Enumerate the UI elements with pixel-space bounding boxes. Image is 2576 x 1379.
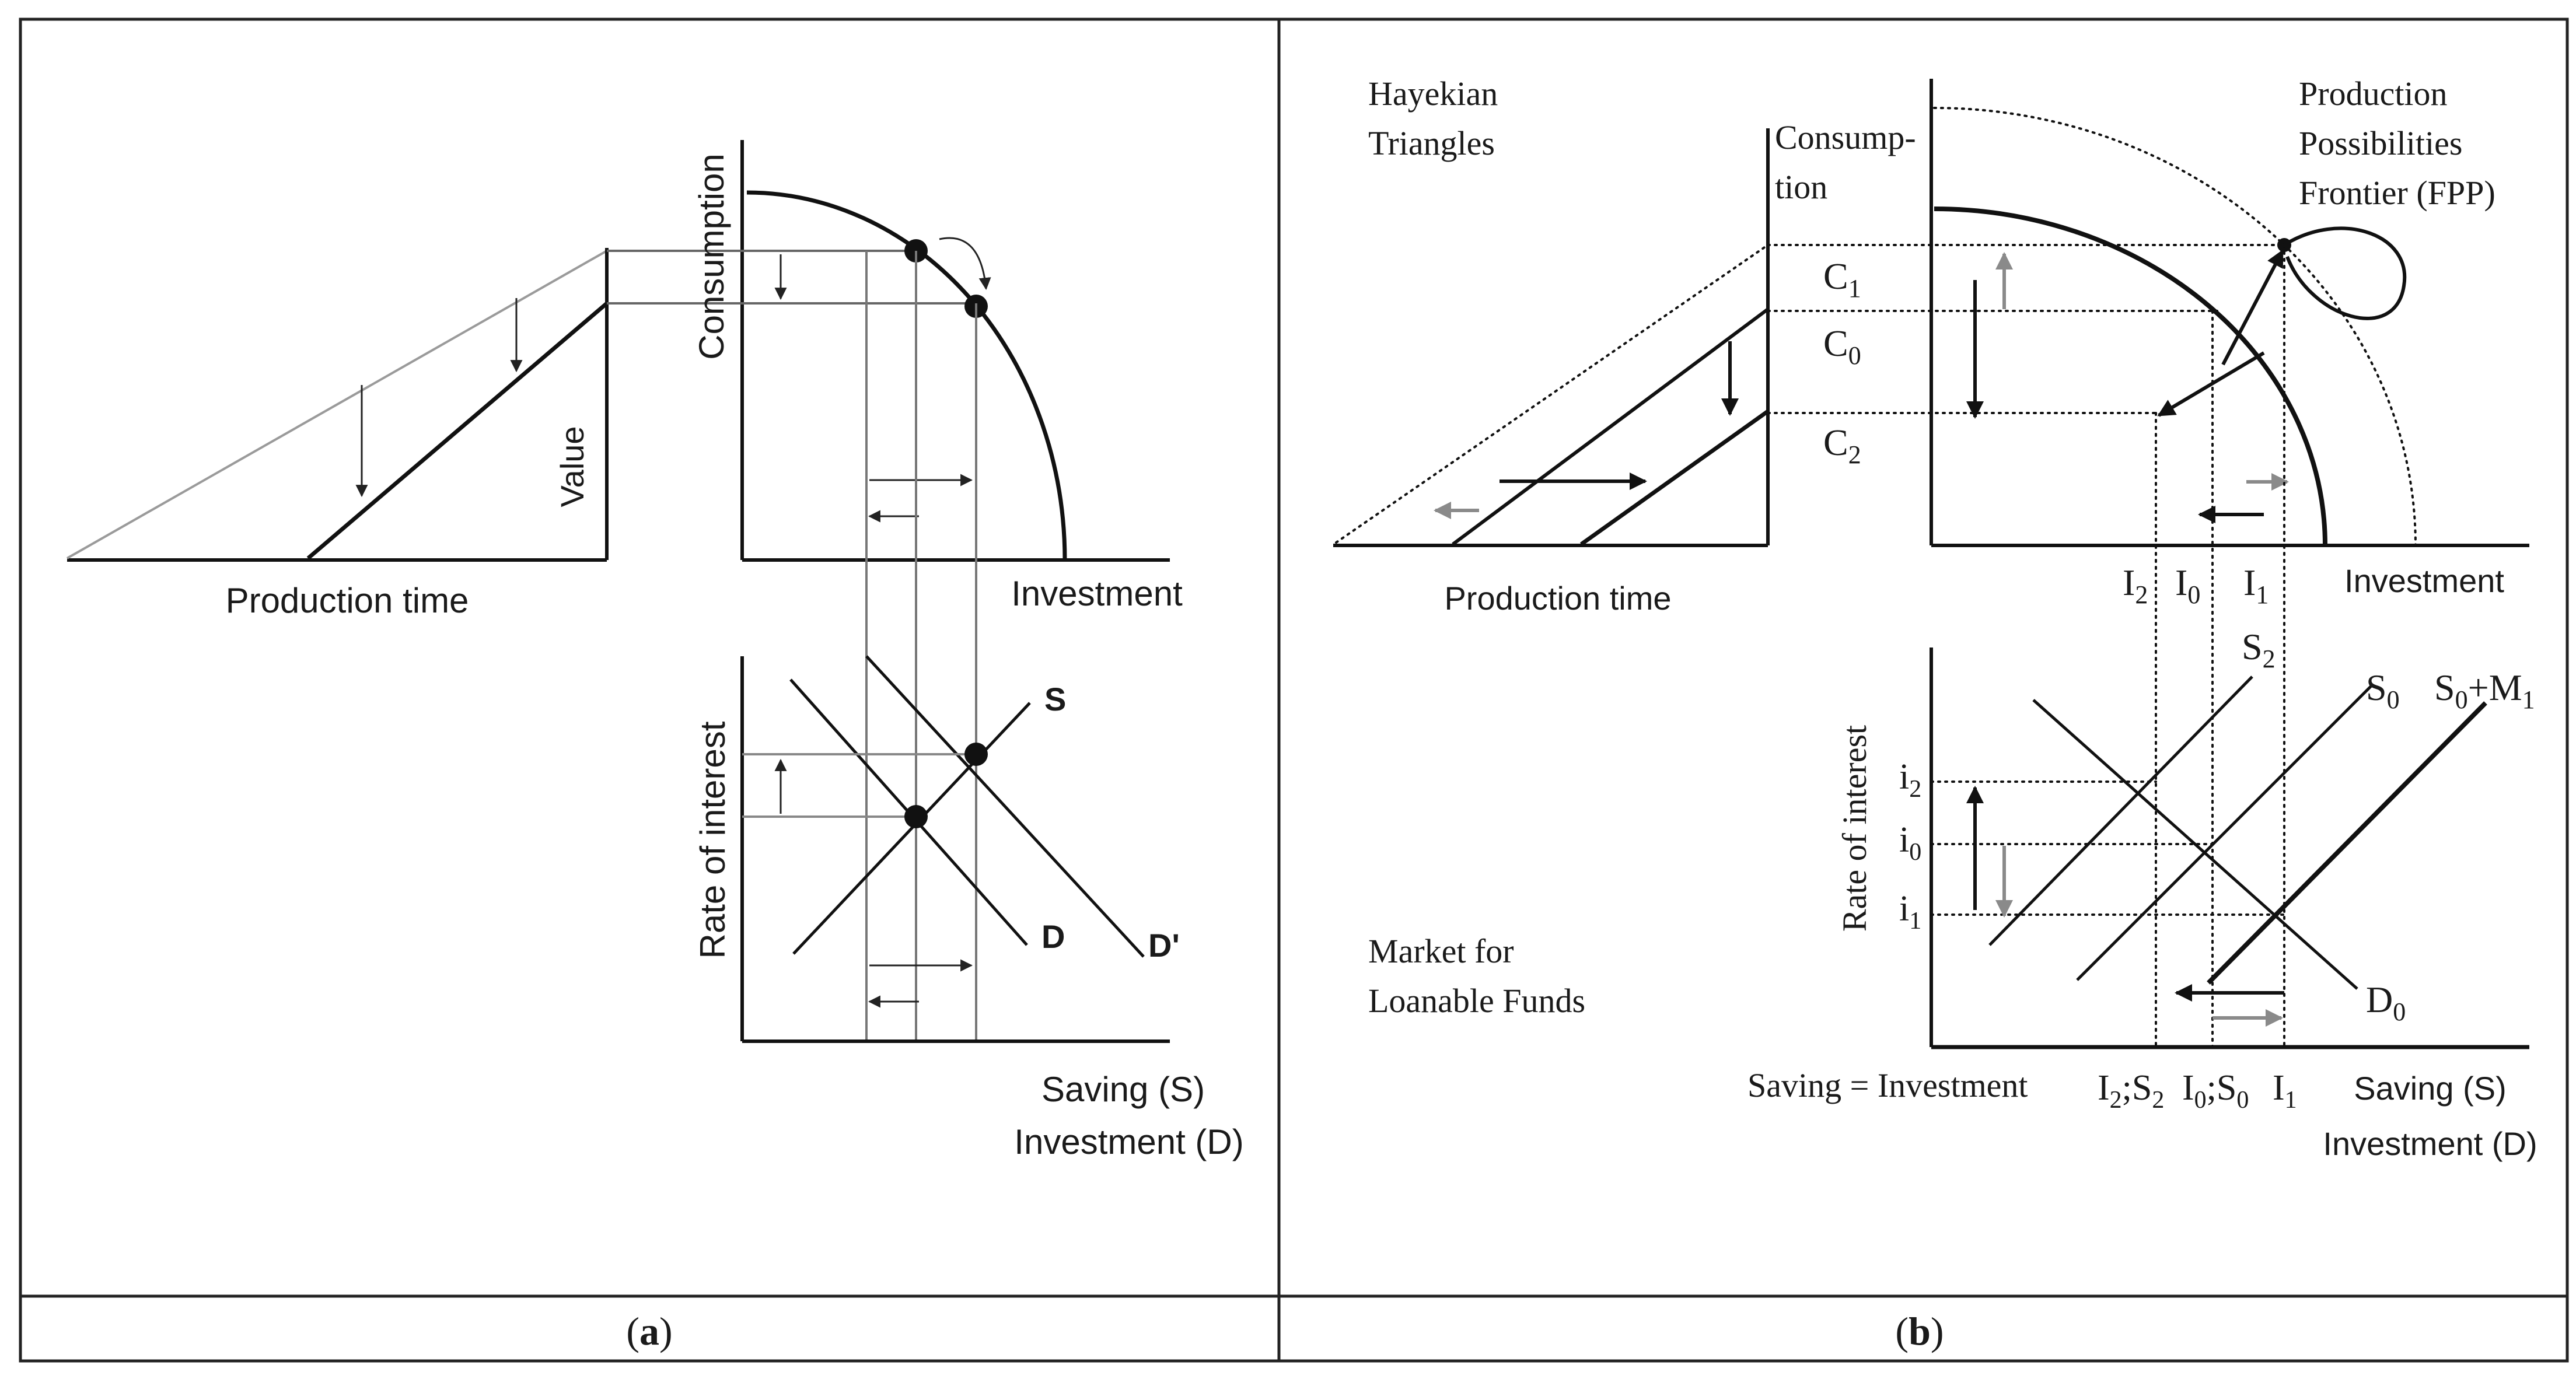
rate-of-interest-label-a: Rate of interest <box>693 721 732 958</box>
market-label-2: Loanable Funds <box>1368 982 1585 1020</box>
hayekian-label-1: Hayekian <box>1368 75 1498 113</box>
vertical-connectors-b <box>2155 244 2285 1048</box>
b-ppf-outer-dotted <box>1933 107 2417 547</box>
demand-curve-D-prime <box>865 655 1145 958</box>
triangle-old-hypotenuse <box>67 250 607 559</box>
panel-a: Production time Value Consumption Invest… <box>67 140 1244 1161</box>
investment-label-a: Investment <box>1011 574 1183 613</box>
investment-d-label-a: Investment (D) <box>1014 1122 1243 1161</box>
b-ppf-inner <box>1934 206 2327 546</box>
hayekian-triangles-b <box>1333 128 1770 547</box>
caption-b: (b) <box>1895 1309 1944 1353</box>
lf-point-2 <box>964 743 988 766</box>
S2-label: S2 <box>2242 626 2276 673</box>
rate-of-interest-label-b: Rate of interest <box>1836 725 1874 932</box>
I0S0-label: I0;S0 <box>2182 1068 2249 1114</box>
saving-s-label-a: Saving (S) <box>1041 1070 1205 1109</box>
b-hypotenuse-1 <box>1452 307 1769 546</box>
S0-label: S0 <box>2366 667 2400 714</box>
hayekian-label-2: Triangles <box>1368 124 1495 162</box>
ppf-label-3: Frontier (FPP) <box>2299 174 2495 212</box>
C1-label: C1 <box>1823 256 1861 303</box>
S0M1-label: S0+M1 <box>2434 667 2535 714</box>
b-dotted-hypotenuse <box>1335 244 1769 544</box>
loanable-funds-a <box>740 655 1170 1043</box>
panel-b: Hayekian Triangles Production time Consu… <box>1333 75 2537 1162</box>
b-to-ppf-arrow <box>2221 249 2284 366</box>
consumption-label-b-1: Consump- <box>1775 118 1916 156</box>
I1-label: I1 <box>2243 562 2269 609</box>
b-supply-S2 <box>1988 676 2253 946</box>
investment-label-b: Investment <box>2344 562 2504 599</box>
b-demand-D0 <box>2032 699 2358 990</box>
i2-label: i2 <box>1899 757 1921 803</box>
I1-bottom-label: I1 <box>2273 1068 2297 1114</box>
saving-eq-investment-label: Saving = Investment <box>1747 1066 2028 1104</box>
b-supply-S0 <box>2076 684 2373 981</box>
supply-curve-S <box>792 702 1031 955</box>
caption-a: (a) <box>626 1309 672 1353</box>
triangle-new-hypotenuse <box>306 302 609 560</box>
ppf-label-1: Production <box>2299 75 2448 113</box>
ppf-label-2: Possibilities <box>2299 124 2462 162</box>
C0-label: C0 <box>1823 323 1861 370</box>
consumption-label-a: Consumption <box>692 153 731 360</box>
investment-d-label-b: Investment (D) <box>2323 1125 2537 1162</box>
ppf-a <box>607 140 1170 562</box>
I2-label: I2 <box>2123 562 2148 609</box>
b-supply-S0M1 <box>2207 701 2487 985</box>
D-label-a: D <box>1041 918 1065 955</box>
D0-label: D0 <box>2366 979 2406 1026</box>
production-time-label-b: Production time <box>1444 580 1671 617</box>
value-label: Value <box>554 426 590 507</box>
D-prime-label-a: D' <box>1148 927 1180 964</box>
i1-label: i1 <box>1899 889 1921 935</box>
table-frame <box>19 18 2569 1363</box>
I0-label: I0 <box>2175 562 2200 609</box>
consumption-label-b-2: tion <box>1775 168 1827 206</box>
C2-label: C2 <box>1823 422 1861 469</box>
saving-s-label-b: Saving (S) <box>2354 1070 2506 1107</box>
b-to-inner-arrow <box>2157 351 2265 417</box>
b-hypotenuse-2 <box>1579 410 1770 546</box>
ppf-move-arrow <box>939 237 991 290</box>
I2S2-label: I2;S2 <box>2098 1068 2164 1114</box>
hayekian-triangle-a <box>67 248 609 562</box>
loanable-funds-b <box>1930 648 2529 1049</box>
market-label-1: Market for <box>1368 932 1514 970</box>
b-loop-arrow <box>2283 226 2407 320</box>
production-time-label-a: Production time <box>226 581 469 620</box>
S-label-a: S <box>1044 681 1066 718</box>
vertical-connectors-a <box>865 251 977 1041</box>
ppf-b <box>1767 79 2529 547</box>
i0-label: i0 <box>1899 820 1921 866</box>
lf-point-1 <box>904 805 928 828</box>
